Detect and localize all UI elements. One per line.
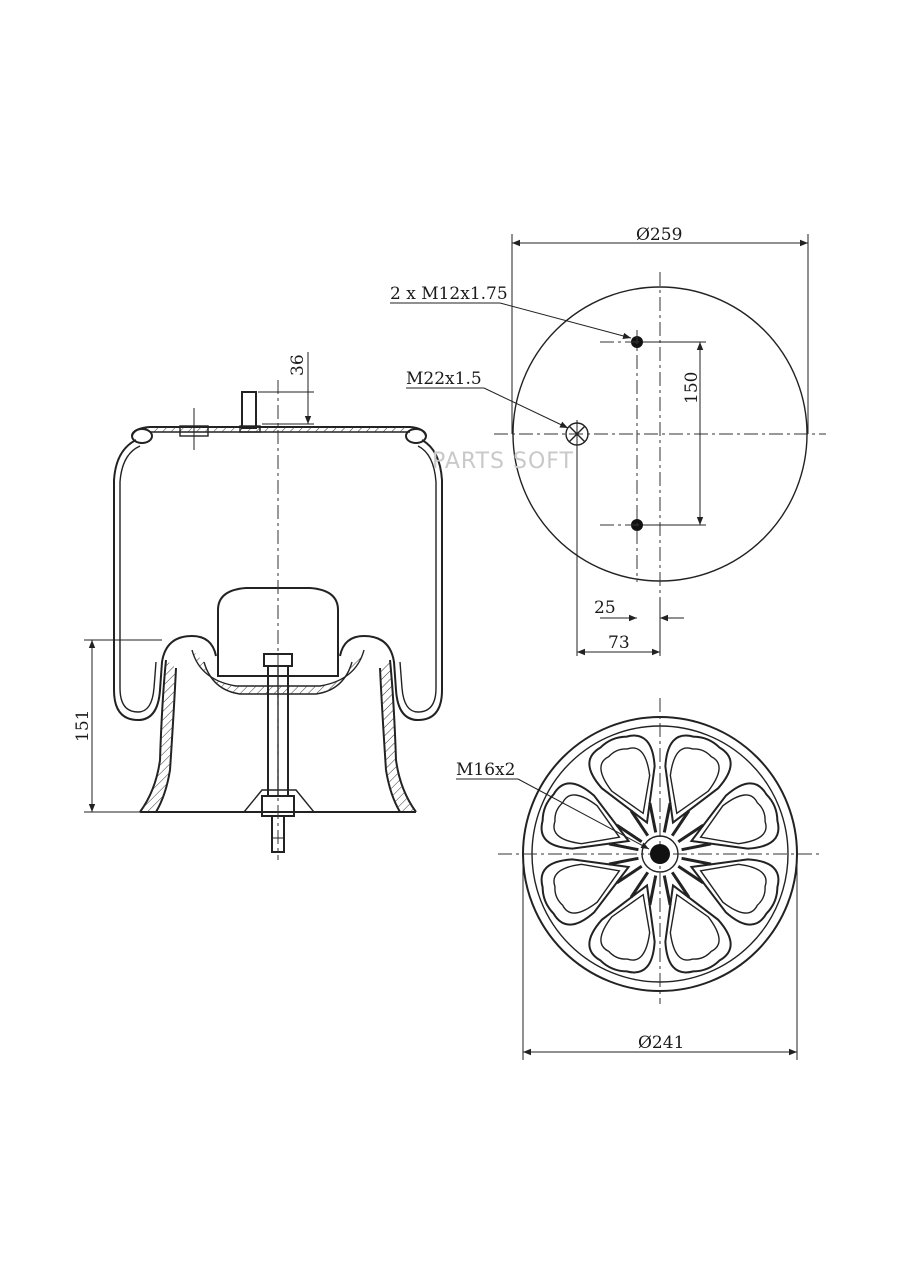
- plate-cross-section: [150, 427, 410, 432]
- bottom-thread-label: M16x2: [456, 760, 515, 780]
- petal-pocket: [699, 794, 767, 845]
- center-rib: [662, 875, 672, 906]
- petal-pocket: [600, 747, 651, 815]
- petal-pocket: [600, 893, 651, 961]
- center-rib: [608, 856, 639, 866]
- center-ribs: [608, 802, 712, 906]
- center-rib: [615, 864, 643, 885]
- petal-pocket: [689, 858, 780, 926]
- petal-pocket: [540, 858, 631, 926]
- bumper: [217, 587, 339, 677]
- center-rib: [615, 823, 643, 844]
- petal-pocket: [664, 734, 732, 825]
- center-rib: [662, 802, 672, 833]
- petal-pocket: [588, 883, 656, 974]
- petal-pocket: [553, 863, 621, 914]
- top-stud: [241, 391, 257, 429]
- center-rib: [670, 809, 691, 837]
- petal-pocket: [588, 734, 656, 825]
- petal-pocket: [540, 782, 631, 850]
- side-view: 36 151: [73, 352, 443, 860]
- petal-pockets: [540, 734, 780, 974]
- center-rib: [677, 823, 705, 844]
- center-rib: [629, 809, 650, 837]
- petal-pocket: [553, 794, 621, 845]
- center-rib: [608, 842, 639, 852]
- center-rib: [670, 871, 691, 899]
- center-rib: [648, 802, 658, 833]
- center-rib: [629, 871, 650, 899]
- stud-height-dim: 36: [288, 354, 308, 376]
- petal-pocket: [689, 782, 780, 850]
- petal-pocket: [669, 747, 720, 815]
- hole-spacing-dim: 150: [682, 372, 702, 404]
- petal-pocket: [669, 893, 720, 961]
- top-view: Ø259 150 25 73 2 x M12x1.75 M22x1.5: [390, 225, 826, 656]
- air-inlet-label: M22x1.5: [406, 369, 482, 389]
- petal-pocket: [664, 883, 732, 974]
- piston-height-dim: 151: [73, 710, 93, 742]
- center-rib: [648, 875, 658, 906]
- bottom-thread-hole: [650, 844, 670, 864]
- bottom-view: Ø241 M16x2: [456, 698, 820, 1060]
- piston-right: [389, 659, 417, 813]
- bellows-outer-right: [339, 439, 443, 722]
- top-diameter-dim: Ø259: [636, 225, 682, 245]
- top-holes-label: 2 x M12x1.75: [390, 284, 508, 304]
- center-rib: [681, 842, 712, 852]
- watermark: PARTS SOFT: [432, 449, 574, 474]
- center-rib: [681, 856, 712, 866]
- offset-large-dim: 73: [608, 633, 630, 653]
- petal-pocket: [699, 863, 767, 914]
- center-rib: [677, 864, 705, 885]
- bottom-diameter-dim: Ø241: [638, 1033, 684, 1053]
- bellows-outer: [113, 439, 217, 722]
- offset-small-dim: 25: [594, 598, 616, 618]
- piston-left: [139, 659, 167, 813]
